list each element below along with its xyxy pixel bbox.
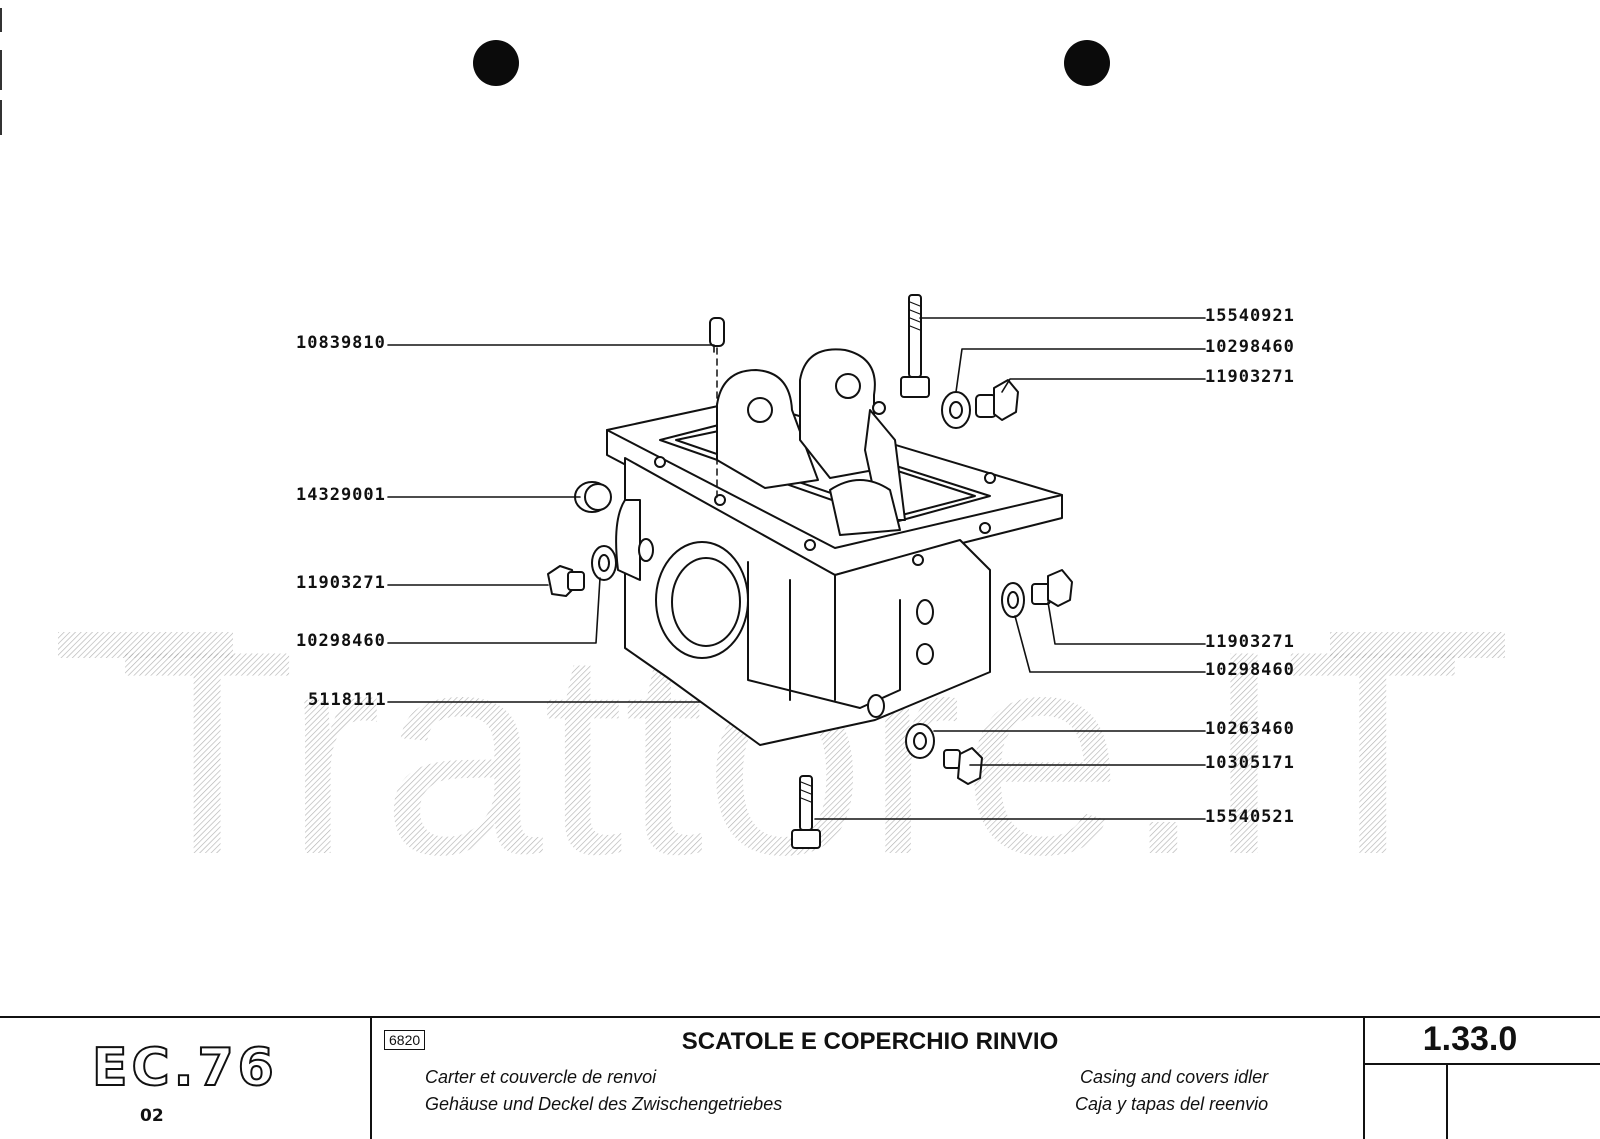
leader-lines xyxy=(387,317,1206,820)
footer-top-rule xyxy=(0,1016,1600,1018)
title-german: Gehäuse und Deckel des Zwischengetriebes xyxy=(425,1094,783,1114)
group-code-box: 6820 xyxy=(384,1030,426,1050)
footer-divider xyxy=(1363,1016,1365,1139)
plug-11903271-right xyxy=(1031,569,1073,607)
title-english: Casing and covers idler xyxy=(1080,1067,1269,1087)
plug-10305171 xyxy=(943,747,983,785)
page-title: SCATOLE E COPERCHIO RINVIO xyxy=(681,1028,1059,1055)
washer-10298460-left xyxy=(591,545,617,581)
part-label-11903271-left: 11903271 xyxy=(296,573,386,593)
part-label-15540521: 15540521 xyxy=(1205,807,1295,827)
part-label-10839810: 10839810 xyxy=(296,333,386,353)
part-label-10298460-left: 10298460 xyxy=(296,631,386,651)
page-number: 1.33.0 xyxy=(1422,1020,1518,1058)
punch-hole-left xyxy=(473,40,519,86)
bolt-15540521 xyxy=(791,775,821,849)
washer-10298460-right xyxy=(1001,582,1025,618)
title-french: Carter et couvercle de renvoi xyxy=(425,1067,657,1087)
part-label-14329001: 14329001 xyxy=(296,485,386,505)
edge-mark xyxy=(0,100,2,135)
plug-11903271-top xyxy=(975,379,1019,421)
plug-11903271-left xyxy=(547,565,585,597)
edge-mark xyxy=(0,8,2,32)
watermark-bar-left xyxy=(58,632,233,658)
part-label-5118111: 5118111 xyxy=(308,690,387,710)
footer-divider xyxy=(370,1016,372,1139)
footer-divider xyxy=(1363,1063,1600,1065)
title-spanish: Caja y tapas del reenvio xyxy=(1075,1094,1269,1114)
part-label-10298460-top: 10298460 xyxy=(1205,337,1295,357)
cap-14329001 xyxy=(574,481,612,513)
part-label-15540921: 15540921 xyxy=(1205,306,1295,326)
footer-divider xyxy=(1446,1063,1448,1139)
watermark-bar-right xyxy=(1330,632,1505,658)
punch-hole-right xyxy=(1064,40,1110,86)
bolt-15540921 xyxy=(900,294,930,398)
casing-5118111 xyxy=(606,348,1063,746)
model-code: 02 xyxy=(140,1106,164,1126)
part-label-10305171: 10305171 xyxy=(1205,753,1295,773)
part-label-10298460-right: 10298460 xyxy=(1205,660,1295,680)
part-label-10263460: 10263460 xyxy=(1205,719,1295,739)
model-logo: EC.76 xyxy=(91,1038,278,1098)
dowel-pin-10839810 xyxy=(709,317,725,501)
edge-mark xyxy=(0,50,2,90)
part-label-11903271-right: 11903271 xyxy=(1205,632,1295,652)
washer-10298460-top xyxy=(941,391,971,429)
part-label-11903271-top: 11903271 xyxy=(1205,367,1295,387)
washer-10263460 xyxy=(905,723,935,759)
